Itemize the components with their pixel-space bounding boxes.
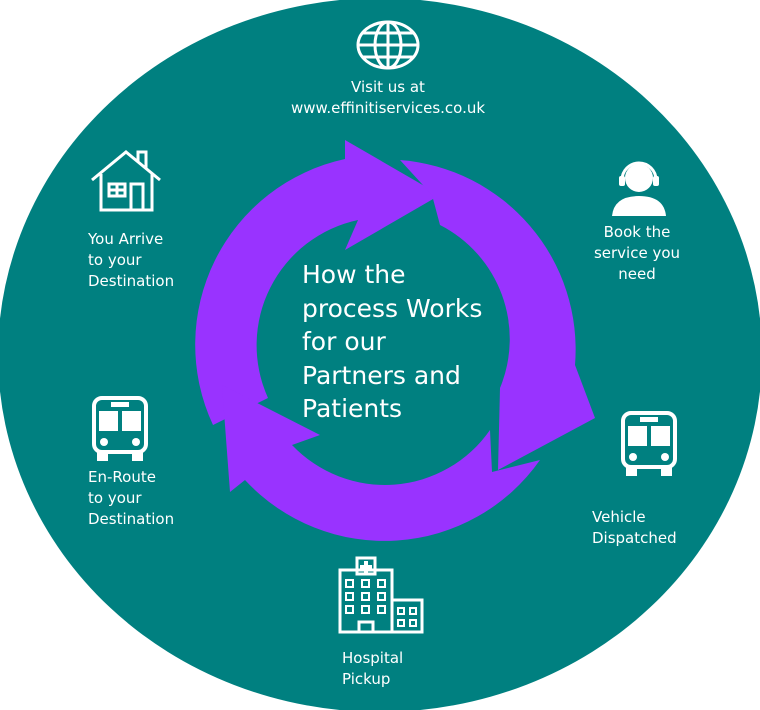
step-visit-website: Visit us at www.effinitiservices.co.uk xyxy=(250,77,526,119)
cycle-arrow-right xyxy=(400,160,595,470)
website-link[interactable]: www.effinitiservices.co.uk xyxy=(290,99,486,117)
step-label: You Arrive xyxy=(88,230,164,248)
diagram-title: How the process Works for our Partners a… xyxy=(302,258,482,426)
step-label: Book the xyxy=(603,223,671,241)
step-en-route: En-Route to your Destination xyxy=(88,467,174,530)
step-label: Hospital xyxy=(342,649,404,667)
step-label: Dispatched xyxy=(592,529,677,547)
step-vehicle-dispatched: Vehicle Dispatched xyxy=(592,507,677,549)
step-label: Visit us at xyxy=(351,78,425,96)
step-label: to your xyxy=(88,489,142,507)
step-label: need xyxy=(618,265,656,283)
step-label: to your xyxy=(88,251,142,269)
step-label: service you xyxy=(593,244,681,262)
hospital-icon xyxy=(338,556,424,634)
globe-icon xyxy=(356,20,420,70)
step-label: Vehicle xyxy=(592,508,646,526)
title-line: Patients xyxy=(302,394,403,423)
step-label: Pickup xyxy=(342,670,391,688)
step-book-service: Book the service you need xyxy=(567,222,707,285)
house-icon xyxy=(91,150,161,212)
title-line: process Works xyxy=(302,293,483,323)
title-line: for our xyxy=(302,327,386,356)
step-label: Destination xyxy=(88,272,175,290)
bus-icon xyxy=(92,396,148,461)
step-label: En-Route xyxy=(88,468,156,486)
step-hospital-pickup: Hospital Pickup xyxy=(342,648,403,690)
bus-icon xyxy=(621,411,677,476)
step-you-arrive: You Arrive to your Destination xyxy=(88,229,174,292)
step-label: Destination xyxy=(88,510,175,528)
title-line: How the xyxy=(302,260,406,289)
cycle-arrow-top xyxy=(195,140,440,425)
headset-user-icon xyxy=(612,161,666,216)
cycle-arrow-bottom xyxy=(222,385,540,541)
title-line: Partners and xyxy=(302,360,461,390)
